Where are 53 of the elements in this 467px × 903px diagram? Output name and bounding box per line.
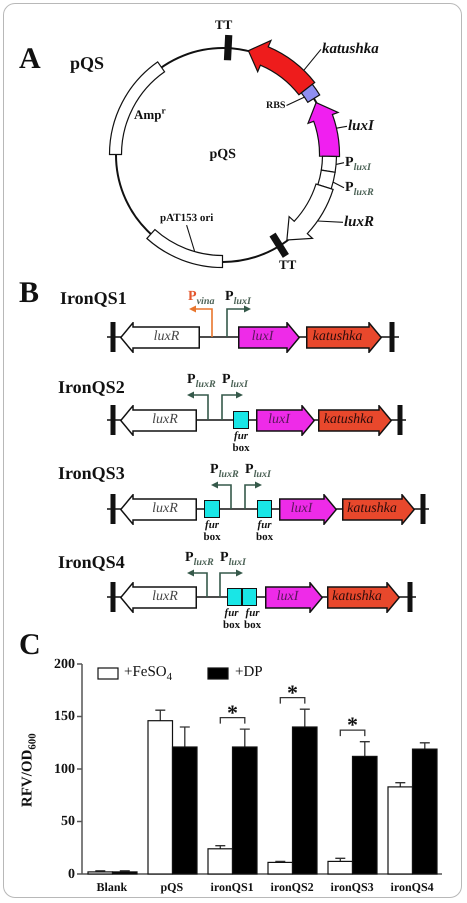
gene-label: luxI <box>268 412 290 428</box>
panel-letter: A <box>19 42 41 75</box>
promoter-label: P$_{luxR}$ <box>210 462 239 478</box>
gene-label: katushka <box>312 329 362 345</box>
construct-title: IronQS2 <box>58 378 125 398</box>
axis-tick-label: 50 <box>61 814 75 830</box>
legend-label: +FeSO$_{4}$ <box>124 664 172 680</box>
gene-label: luxR <box>152 501 178 517</box>
gene-label: luxI <box>252 329 274 345</box>
promoter-label: P$_{luxR}$ <box>185 550 214 566</box>
significance-marker: * <box>287 680 298 705</box>
terminator-label: TT <box>215 18 232 32</box>
category-label: pQS <box>160 881 184 894</box>
binding-site-label: fur box <box>223 608 240 632</box>
significance-marker: * <box>347 713 358 738</box>
binding-site-label: fur box <box>232 431 250 454</box>
axis-tick-label: 100 <box>54 762 75 777</box>
promoter-label: P$_{luxI}$ <box>220 550 246 566</box>
category-label: Blank <box>96 881 128 894</box>
gene-label: Amp$^{r}$ <box>134 108 166 122</box>
category-label: ironQS1 <box>210 881 254 894</box>
terminator-label: TT <box>279 258 296 272</box>
axis-tick-label: 150 <box>54 709 75 724</box>
gene-label: luxR <box>152 412 178 428</box>
panel-letter: C <box>19 628 41 661</box>
gene-label: luxR <box>154 329 180 345</box>
promoter-label: P$_{luxI}$ <box>245 462 271 478</box>
binding-site-label: fur box <box>244 608 262 632</box>
plasmid-title: pQS <box>70 54 104 74</box>
promoter-label: P$_{luxI}$ <box>222 372 248 388</box>
construct-title: IronQS1 <box>60 289 127 309</box>
gene-label: luxI <box>290 501 312 517</box>
gene-label: katushka <box>332 589 382 605</box>
construct-title: IronQS4 <box>58 553 125 573</box>
category-label: ironQS2 <box>270 881 314 894</box>
binding-site-label: fur box <box>256 520 274 544</box>
gene-label: luxI <box>276 589 298 605</box>
significance-marker: * <box>227 700 238 725</box>
legend-label: +DP <box>235 664 263 680</box>
panel-letter: B <box>19 276 40 309</box>
category-label: ironQS3 <box>330 881 374 894</box>
gene-label: luxR <box>152 589 178 605</box>
axis-tick-label: 200 <box>54 656 75 672</box>
axis-tick-label: 0 <box>68 866 75 882</box>
gene-label: katushka <box>324 412 374 428</box>
promoter-label: P$_{luxI}$ <box>225 289 251 304</box>
construct-title: IronQS3 <box>58 464 125 484</box>
gene-label: katushka <box>347 501 397 517</box>
promoter-label: P$_{vina}$ <box>188 289 214 304</box>
binding-site-label: fur box <box>204 520 221 544</box>
promoter-label: P$_{luxR}$ <box>187 372 216 388</box>
plasmid-name: pQS <box>210 147 236 162</box>
category-label: ironQS4 <box>390 881 434 894</box>
